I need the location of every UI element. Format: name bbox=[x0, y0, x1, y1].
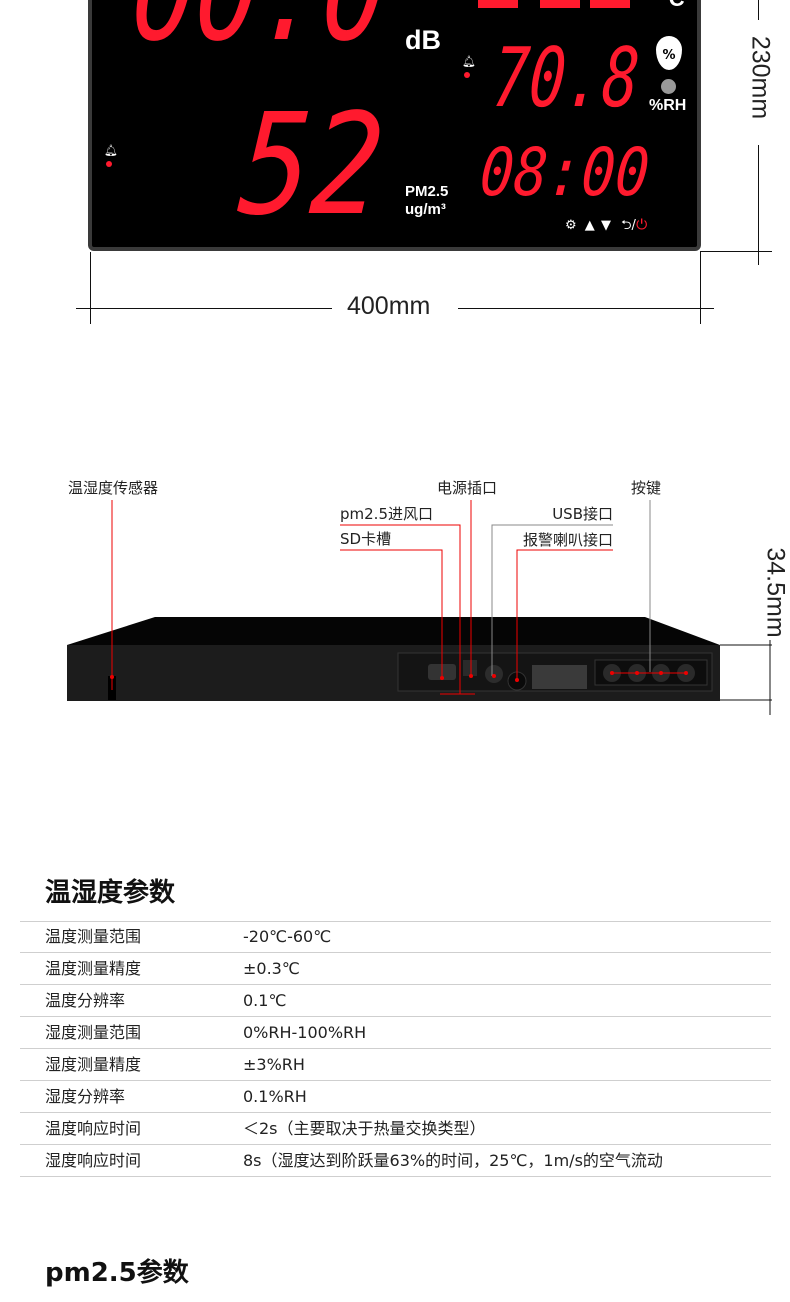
param-value: 0.1℃ bbox=[243, 991, 287, 1010]
param-value: ＜2s（主要取决于热量交换类型） bbox=[243, 1119, 486, 1138]
humidity-drop-icon: % bbox=[656, 36, 682, 70]
param-value: 0.1%RH bbox=[243, 1087, 307, 1106]
dimension-line bbox=[700, 251, 772, 252]
label-pm25-inlet: pm2.5进风口 bbox=[340, 505, 433, 523]
dimension-line bbox=[90, 252, 91, 324]
label-sd: SD卡槽 bbox=[340, 530, 392, 548]
table-top-border bbox=[20, 921, 771, 922]
pm25-section-title: pm2.5参数 bbox=[45, 1258, 189, 1288]
param-value: 0%RH-100%RH bbox=[243, 1023, 367, 1042]
status-indicator bbox=[661, 79, 676, 94]
dimension-line bbox=[700, 252, 701, 324]
dimension-line bbox=[76, 308, 332, 309]
table-row: 温度测量精度 ±0.3℃ bbox=[20, 953, 771, 985]
param-name: 湿度分辨率 bbox=[45, 1087, 126, 1106]
alarm-dot bbox=[106, 161, 112, 167]
temp-digit-fragment bbox=[478, 0, 518, 8]
param-name: 湿度测量精度 bbox=[45, 1055, 142, 1074]
table-row: 湿度响应时间 8s（湿度达到阶跃量63%的时间，25℃，1m/s的空气流动 bbox=[20, 1145, 771, 1177]
label-alarm: 报警喇叭接口 bbox=[522, 531, 613, 549]
table-row: 温度分辨率 0.1℃ bbox=[20, 985, 771, 1017]
param-value: ±0.3℃ bbox=[243, 959, 300, 978]
pm25-unit: ug/m³ bbox=[405, 201, 446, 218]
depth-dimension: 34.5mm bbox=[761, 547, 790, 638]
label-power: 电源插口 bbox=[437, 479, 498, 497]
dimension-line bbox=[458, 308, 714, 309]
temp-digit-fragment bbox=[540, 0, 580, 8]
dimension-line bbox=[758, 0, 759, 20]
param-name: 温度测量精度 bbox=[45, 959, 142, 978]
width-dimension: 400mm bbox=[347, 292, 431, 320]
power-icon[interactable]: ⏻ bbox=[635, 218, 648, 233]
gear-icon[interactable]: ⚙ bbox=[565, 218, 577, 233]
noise-unit: dB bbox=[405, 25, 441, 55]
param-name: 温度分辨率 bbox=[45, 991, 126, 1010]
alarm-dot bbox=[464, 72, 470, 78]
table-row: 温度响应时间 ＜2s（主要取决于热量交换类型） bbox=[20, 1113, 771, 1145]
param-value: ±3%RH bbox=[243, 1055, 305, 1074]
table-row: 湿度分辨率 0.1%RH bbox=[20, 1081, 771, 1113]
spec-table-title: 温湿度参数 bbox=[45, 878, 176, 908]
temp-digit-fragment bbox=[590, 0, 630, 8]
table-row: 湿度测量精度 ±3%RH bbox=[20, 1049, 771, 1081]
label-usb: USB接口 bbox=[552, 505, 613, 523]
table-row: 温度测量范围 -20℃-60℃ bbox=[20, 921, 771, 953]
humidity-unit: %RH bbox=[649, 97, 687, 114]
down-triangle-icon[interactable]: ▼ bbox=[600, 218, 611, 233]
label-keys: 按键 bbox=[631, 479, 662, 497]
temp-unit: °C bbox=[660, 0, 685, 10]
label-sensor: 温湿度传感器 bbox=[68, 479, 159, 497]
param-value: -20℃-60℃ bbox=[243, 927, 332, 946]
param-value: 8s（湿度达到阶跃量63%的时间，25℃，1m/s的空气流动 bbox=[243, 1151, 663, 1170]
param-name: 湿度响应时间 bbox=[45, 1151, 142, 1170]
param-name: 温度测量范围 bbox=[45, 927, 142, 946]
bell-icon: 🔔︎ bbox=[462, 55, 476, 68]
table-row: 湿度测量范围 0%RH-100%RH bbox=[20, 1017, 771, 1049]
display-panel bbox=[88, 0, 701, 251]
param-name: 温度响应时间 bbox=[45, 1119, 142, 1138]
bell-icon: 🔔︎ bbox=[104, 144, 118, 157]
up-triangle-icon[interactable]: ▲ bbox=[584, 218, 595, 233]
pm25-label: PM2.5 bbox=[405, 183, 449, 200]
param-name: 湿度测量范围 bbox=[45, 1023, 142, 1042]
back-icon[interactable]: ⮌/ bbox=[621, 218, 636, 233]
dimension-line bbox=[758, 145, 759, 265]
